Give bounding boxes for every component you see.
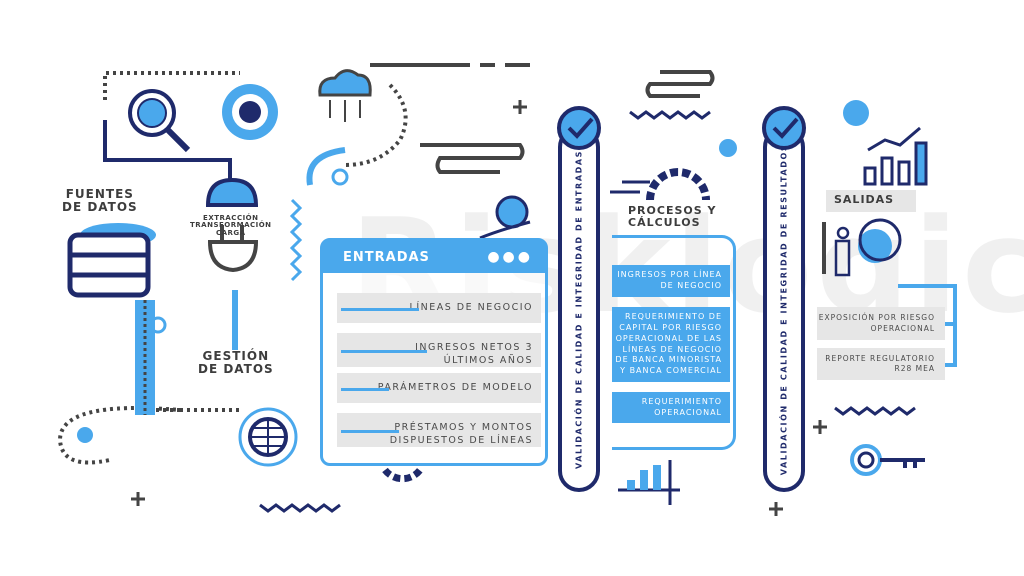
entradas-header: ENTRADAS ●●●: [323, 241, 545, 273]
check-icon: [557, 106, 601, 150]
database-icon: [67, 223, 156, 298]
key-icon: [850, 444, 925, 476]
entrada-item: PARÁMETROS DE MODELO: [337, 373, 541, 403]
cloud-icon: [318, 69, 372, 97]
proceso-item: REQUERIMIENTO DE CAPITAL POR RIESGO OPER…: [612, 307, 730, 382]
dots-icon: ●●●: [487, 249, 533, 265]
procesos-panel: [612, 235, 736, 450]
validacion-resultados-label: VALIDACIÓN DE CALIDAD E INTEGRIDAD DE RE…: [779, 143, 789, 476]
growth-chart-icon: [863, 126, 928, 186]
proceso-item: INGRESOS POR LÍNEA DE NEGOCIO: [612, 265, 730, 297]
salida-item: EXPOSICIÓN POR RIESGO OPERACIONAL: [817, 307, 945, 340]
check-icon: [762, 106, 806, 150]
globe-icon: [238, 407, 298, 467]
validacion-entradas-label: VALIDACIÓN DE CALIDAD E INTEGRIDAD DE EN…: [574, 149, 584, 470]
entradas-title: ENTRADAS: [343, 249, 430, 265]
gear-icon: [646, 168, 710, 201]
salidas-title: SALIDAS: [826, 190, 916, 212]
presenter-icon: [822, 218, 902, 277]
entrada-item: LÍNEAS DE NEGOCIO: [337, 293, 541, 323]
salida-item: REPORTE REGULATORIO R28 MEA: [817, 348, 945, 380]
bar-chart-icon: [618, 460, 680, 505]
proceso-item: REQUERIMIENTO OPERACIONAL: [612, 392, 730, 423]
